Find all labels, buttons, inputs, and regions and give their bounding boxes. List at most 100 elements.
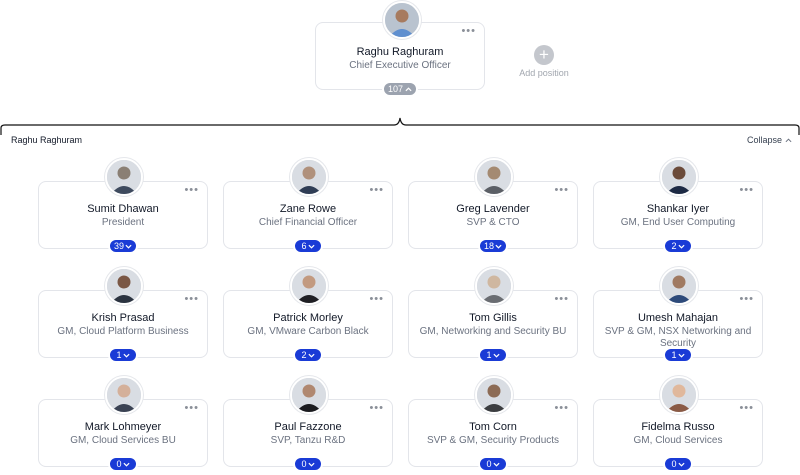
more-options-icon[interactable]: ••• xyxy=(369,402,384,414)
person-title: Chief Financial Officer xyxy=(258,217,358,228)
add-position-label: Add position xyxy=(519,68,569,78)
count-label: 2 xyxy=(301,350,307,360)
person-name: Mark Lohmeyer xyxy=(84,421,162,433)
avatar xyxy=(290,267,328,305)
chevron-down-icon xyxy=(492,353,500,358)
add-position-button[interactable]: + Add position xyxy=(516,45,572,78)
chevron-down-icon xyxy=(677,462,685,467)
more-options-icon[interactable]: ••• xyxy=(554,402,569,414)
chevron-up-icon xyxy=(785,137,792,142)
chevron-down-icon xyxy=(307,462,315,467)
person-name: Tom Gillis xyxy=(469,312,517,324)
direct-reports-toggle[interactable]: 107 xyxy=(382,81,418,97)
more-options-icon[interactable]: ••• xyxy=(184,184,199,196)
root-title: Chief Executive Officer xyxy=(349,60,451,71)
avatar xyxy=(660,267,698,305)
count-label: 1 xyxy=(116,350,122,360)
group-bracket xyxy=(0,117,800,135)
count-label: 39 xyxy=(113,241,124,251)
chevron-down-icon xyxy=(125,244,132,249)
more-options-icon[interactable]: ••• xyxy=(184,293,199,305)
person-name: Umesh Mahajan xyxy=(637,312,719,324)
person-name: Greg Lavender xyxy=(456,203,530,215)
chevron-up-icon xyxy=(405,86,412,91)
chevron-down-icon xyxy=(122,462,130,467)
person-title: President xyxy=(101,217,145,228)
avatar xyxy=(290,158,328,196)
direct-reports-toggle[interactable]: 2 xyxy=(663,238,693,254)
avatar xyxy=(105,158,143,196)
count-label: 0 xyxy=(671,459,677,469)
count-label: 6 xyxy=(301,241,307,251)
more-options-icon[interactable]: ••• xyxy=(369,293,384,305)
avatar xyxy=(105,376,143,414)
direct-reports-toggle[interactable]: 2 xyxy=(293,347,323,363)
person-name: Shankar Iyer xyxy=(646,203,710,215)
group-title: Raghu Raghuram xyxy=(11,135,83,145)
direct-reports-toggle[interactable]: 39 xyxy=(108,238,138,254)
person-title: GM, Cloud Services xyxy=(633,435,723,446)
person-title: SVP & CTO xyxy=(466,217,520,228)
person-name: Sumit Dhawan xyxy=(87,203,159,215)
direct-reports-toggle[interactable]: 0 xyxy=(663,456,693,472)
avatar xyxy=(475,376,513,414)
direct-reports-toggle[interactable]: 0 xyxy=(293,456,323,472)
chevron-down-icon xyxy=(492,462,500,467)
count-label: 2 xyxy=(671,241,677,251)
count-label: 0 xyxy=(301,459,307,469)
avatar xyxy=(290,376,328,414)
chevron-down-icon xyxy=(307,244,315,249)
person-title: GM, Cloud Services BU xyxy=(70,435,176,446)
more-options-icon[interactable]: ••• xyxy=(554,184,569,196)
direct-reports-toggle[interactable]: 0 xyxy=(108,456,138,472)
person-title: GM, VMware Carbon Black xyxy=(247,326,369,337)
more-options-icon[interactable]: ••• xyxy=(461,25,476,37)
avatar xyxy=(105,267,143,305)
collapse-label: Collapse xyxy=(746,135,782,145)
count-label: 1 xyxy=(486,350,492,360)
direct-reports-toggle[interactable]: 18 xyxy=(478,238,508,254)
count-label: 0 xyxy=(116,459,122,469)
more-options-icon[interactable]: ••• xyxy=(554,293,569,305)
person-title: GM, Cloud Platform Business xyxy=(57,326,189,337)
chevron-down-icon xyxy=(307,353,315,358)
more-options-icon[interactable]: ••• xyxy=(739,184,754,196)
avatar xyxy=(660,376,698,414)
more-options-icon[interactable]: ••• xyxy=(739,402,754,414)
avatar xyxy=(383,1,421,39)
person-name: Paul Fazzone xyxy=(274,421,342,433)
person-name: Patrick Morley xyxy=(273,312,343,324)
count-label: 0 xyxy=(486,459,492,469)
person-name: Krish Prasad xyxy=(91,312,155,324)
person-title: GM, End User Computing xyxy=(620,217,736,228)
chevron-down-icon xyxy=(677,244,685,249)
person-title: SVP & GM, NSX Networking and Security xyxy=(604,326,752,349)
direct-reports-toggle[interactable]: 1 xyxy=(108,347,138,363)
direct-reports-toggle[interactable]: 0 xyxy=(478,456,508,472)
count-label: 18 xyxy=(483,241,494,251)
avatar xyxy=(475,158,513,196)
direct-reports-toggle[interactable]: 1 xyxy=(478,347,508,363)
chevron-down-icon xyxy=(495,244,502,249)
person-name: Fidelma Russo xyxy=(641,421,715,433)
person-title: GM, Networking and Security BU xyxy=(419,326,567,337)
direct-reports-toggle[interactable]: 1 xyxy=(663,347,693,363)
chevron-down-icon xyxy=(122,353,130,358)
person-title: SVP, Tanzu R&D xyxy=(270,435,346,446)
root-name: Raghu Raghuram xyxy=(356,46,444,58)
person-title: SVP & GM, Security Products xyxy=(426,435,560,446)
person-name: Zane Rowe xyxy=(279,203,337,215)
collapse-button[interactable]: Collapse xyxy=(747,135,792,145)
plus-icon[interactable]: + xyxy=(534,45,554,65)
chevron-down-icon xyxy=(677,353,685,358)
direct-reports-toggle[interactable]: 6 xyxy=(293,238,323,254)
count-label: 1 xyxy=(671,350,677,360)
more-options-icon[interactable]: ••• xyxy=(369,184,384,196)
avatar xyxy=(660,158,698,196)
person-name: Tom Corn xyxy=(469,421,517,433)
more-options-icon[interactable]: ••• xyxy=(184,402,199,414)
count-label: 107 xyxy=(387,84,404,94)
more-options-icon[interactable]: ••• xyxy=(739,293,754,305)
